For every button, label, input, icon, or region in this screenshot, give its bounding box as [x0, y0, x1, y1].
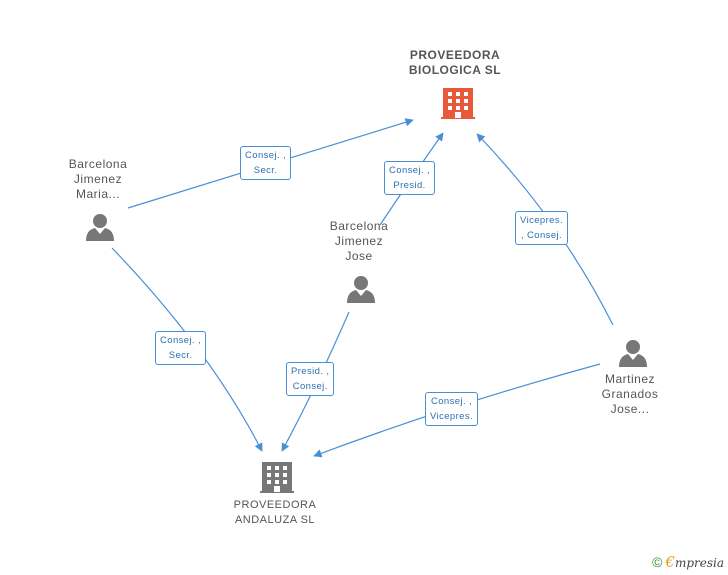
person-name-line: Granados — [601, 387, 659, 401]
person-icon-martinez — [619, 340, 647, 367]
edge-label-martinez-biologica[interactable]: Vicepres. , Consej. — [515, 211, 569, 245]
edge-label-maria-biologica[interactable]: Consej. , Secr. — [240, 146, 292, 180]
role-line: Consej. , — [245, 150, 287, 161]
copyright-icon: © — [652, 554, 663, 570]
company-label-biologica[interactable]: PROVEEDORA BIOLOGICA SL — [395, 48, 515, 78]
role-line: Vicepres. — [430, 411, 474, 422]
role-line: Presid. — [393, 180, 426, 191]
role-line: Consej. , — [389, 165, 431, 176]
person-icon-jose — [347, 276, 375, 303]
role-line: Presid. , — [291, 366, 330, 377]
building-icon-biologica — [441, 88, 475, 119]
role-line: Secr. — [168, 350, 193, 361]
person-name-line: Maria... — [75, 187, 120, 201]
company-name-line: PROVEEDORA — [409, 48, 501, 62]
person-name-line: Jose... — [610, 402, 650, 416]
person-label-maria[interactable]: Barcelona Jimenez Maria... — [48, 157, 148, 202]
person-name-line: Jimenez — [334, 234, 384, 248]
person-name-line: Jose — [345, 249, 373, 263]
role-line: Secr. — [253, 165, 278, 176]
role-line: Consej. — [292, 381, 328, 392]
person-label-jose[interactable]: Barcelona Jimenez Jose — [309, 219, 409, 264]
edge-label-martinez-andaluza[interactable]: Consej. , Vicepres. — [425, 392, 479, 426]
building-icon-andaluza — [260, 462, 294, 493]
edge-label-maria-andaluza[interactable]: Consej. , Secr. — [155, 331, 207, 365]
brand-rest: mpresia — [674, 556, 724, 570]
role-line: , Consej. — [520, 230, 563, 241]
company-name-line: ANDALUZA SL — [234, 514, 316, 526]
company-name-line: BIOLOGICA SL — [408, 63, 502, 77]
footer-credit: ©€mpresia — [652, 553, 724, 571]
role-line: Consej. , — [160, 335, 202, 346]
person-name-line: Martinez — [604, 372, 655, 386]
person-icon-maria — [86, 214, 114, 241]
brand-initial: € — [665, 553, 675, 571]
person-label-martinez[interactable]: Martinez Granados Jose... — [580, 372, 680, 417]
role-line: Vicepres. — [520, 215, 564, 226]
person-name-line: Barcelona — [329, 219, 389, 233]
company-label-andaluza[interactable]: PROVEEDORA ANDALUZA SL — [215, 498, 335, 528]
company-name-line: PROVEEDORA — [233, 499, 317, 511]
empresia-logo[interactable]: €mpresia — [665, 553, 724, 571]
edge-label-jose-andaluza[interactable]: Presid. , Consej. — [286, 362, 335, 396]
person-name-line: Jimenez — [73, 172, 123, 186]
edge-label-jose-biologica[interactable]: Consej. , Presid. — [384, 161, 436, 195]
person-name-line: Barcelona — [68, 157, 128, 171]
role-line: Consej. , — [430, 396, 473, 407]
